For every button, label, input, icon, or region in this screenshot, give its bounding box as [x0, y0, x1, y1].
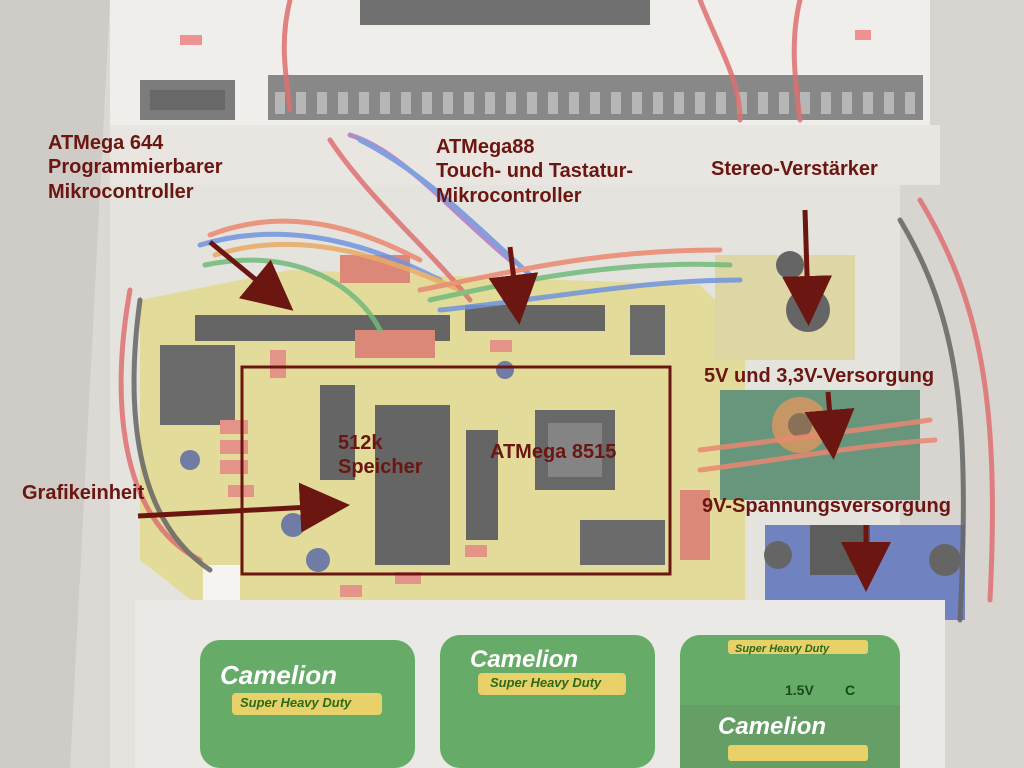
label-atmega644-line3: Mikrocontroller: [48, 180, 194, 203]
label-atmega88: ATMega88 Touch- und Tastatur- Mikrocontr…: [436, 135, 633, 208]
battery-voltage-3: 1.5V: [785, 682, 814, 698]
label-speicher-line1: 512k: [338, 432, 383, 454]
label-atmega8515-line1: ATMega 8515: [490, 441, 617, 463]
label-atmega8515: ATMega 8515: [490, 440, 616, 464]
label-5v-versorgung: 5V und 3,3V-Versorgung: [704, 364, 934, 388]
label-grafik-line1: Grafikeinheit: [22, 482, 145, 504]
label-stereo: Stereo-Verstärker: [711, 157, 878, 181]
label-9v-line1: 9V-Spannungsversorgung: [702, 495, 951, 517]
battery-line-2: Super Heavy Duty: [490, 675, 602, 690]
battery-size-3: C: [845, 682, 856, 698]
battery-line-1: Super Heavy Duty: [240, 695, 352, 710]
label-atmega88-line1: ATMega88: [436, 136, 535, 158]
label-atmega88-line2: Touch- und Tastatur-: [436, 160, 634, 183]
label-5v-line1: 5V und 3,3V-Versorgung: [704, 365, 935, 387]
battery-brand-2: Camelion: [470, 646, 579, 673]
label-stereo-line1: Stereo-Verstärker: [711, 158, 878, 180]
battery-line-3: Super Heavy Duty: [735, 643, 830, 655]
label-speicher: 512k Speicher: [338, 431, 422, 480]
label-grafikeinheit: Grafikeinheit: [22, 481, 144, 505]
label-9v-versorgung: 9V-Spannungsversorgung: [702, 494, 951, 518]
battery-brand-3: Camelion: [718, 713, 827, 740]
label-atmega644: ATMega 644 Programmierbarer Mikrocontrol…: [48, 131, 223, 204]
label-atmega88-line3: Mikrocontroller: [436, 184, 582, 207]
battery-brand-1: Camelion: [220, 660, 338, 690]
label-atmega644-line1: ATMega 644: [48, 132, 164, 154]
label-atmega644-line2: Programmierbarer: [48, 156, 223, 179]
label-speicher-line2: Speicher: [338, 456, 423, 479]
